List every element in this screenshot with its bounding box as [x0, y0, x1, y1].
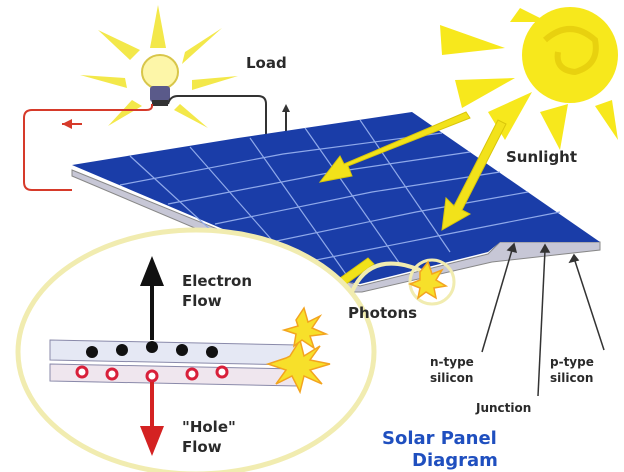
light-bulb-icon: [80, 5, 238, 128]
diagram-title-line1: Solar Panel: [382, 428, 497, 449]
hole: [75, 365, 229, 383]
electron-flow-arrow: [140, 256, 164, 340]
hole-flow-label-line1: "Hole": [182, 418, 236, 436]
junction-label: Junction: [475, 401, 531, 415]
electron: [86, 341, 218, 358]
n-type-label-line1: n-type: [430, 355, 474, 369]
circuit-wire: [23, 95, 290, 191]
sunlight-label: Sunlight: [506, 148, 577, 166]
electron-flow-label-line1: Electron: [182, 272, 252, 290]
p-type-label-line1: p-type: [550, 355, 594, 369]
hole-flow-label-line2: Flow: [182, 438, 222, 456]
n-type-label-line2: silicon: [430, 371, 473, 385]
photons-label: Photons: [348, 304, 417, 322]
photon-burst-icon: [265, 260, 449, 395]
p-type-label-line2: silicon: [550, 371, 593, 385]
hole-flow-arrow: [140, 382, 164, 456]
electron-flow-label-line2: Flow: [182, 292, 222, 310]
load-label: Load: [246, 54, 287, 72]
diagram-title-line2: Diagram: [412, 450, 498, 471]
pointer-lines: [481, 242, 605, 397]
sun-icon: [440, 7, 618, 150]
